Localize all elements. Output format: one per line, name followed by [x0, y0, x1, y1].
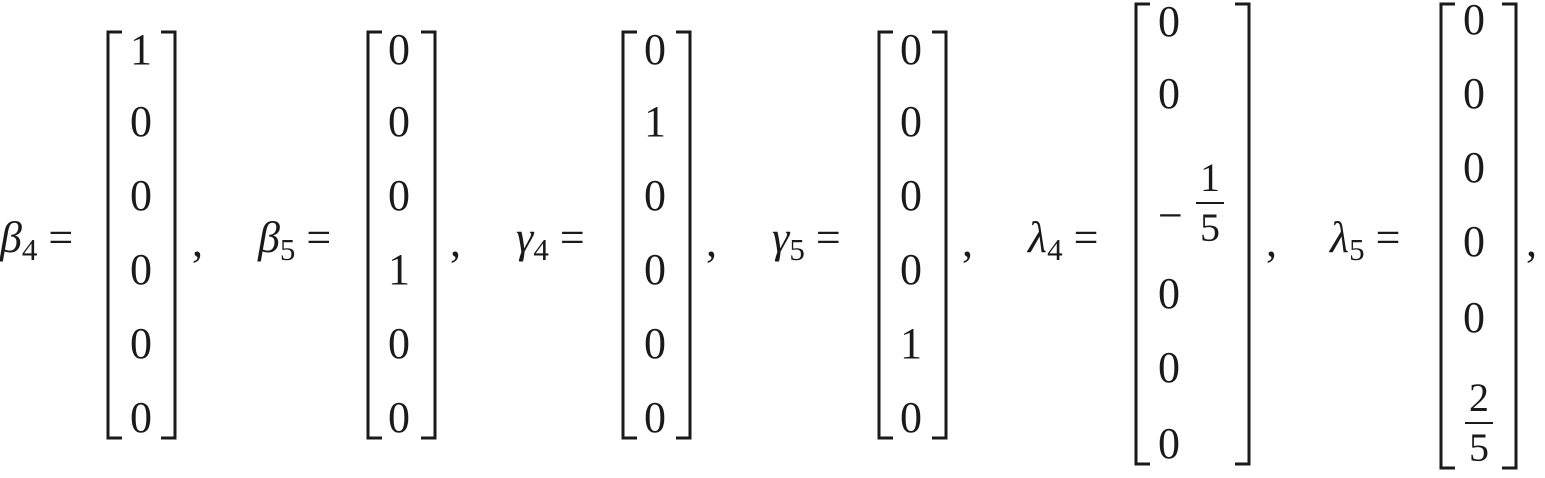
matrix-entry: 0: [1463, 293, 1485, 342]
matrix-entry: 0: [388, 97, 410, 146]
comma: ,: [450, 217, 461, 266]
matrix-bracket: [1134, 2, 1251, 466]
equals-sign: =: [559, 213, 585, 262]
matrix-entry: 0: [1158, 269, 1180, 318]
matrix-entry: 0: [644, 171, 666, 220]
comma: ,: [1526, 217, 1537, 266]
matrix-entry: 0: [1463, 69, 1485, 118]
matrix-entry: 0: [900, 245, 922, 294]
lhs-gamma4: γ4 =: [516, 213, 585, 268]
matrix-entry: 0: [1463, 217, 1485, 266]
comma: ,: [962, 217, 973, 266]
matrix-entry: 0: [130, 393, 152, 442]
matrix-entry: 0: [388, 171, 410, 220]
symbol: β: [0, 213, 22, 262]
matrix-bracket: [877, 30, 948, 440]
subscript: 5: [789, 232, 805, 267]
lhs-beta4: β4 =: [0, 213, 74, 268]
comma: ,: [706, 217, 717, 266]
subscript: 5: [1349, 232, 1365, 267]
denominator: 5: [1469, 425, 1489, 470]
subscript: 4: [21, 232, 38, 267]
subscript: 4: [533, 232, 549, 267]
matrix-entry: 0: [900, 171, 922, 220]
equals-sign: =: [1073, 213, 1099, 262]
matrix-entry: 0: [388, 319, 410, 368]
lhs-lambda4: λ4 =: [1028, 213, 1099, 268]
matrix-bracket: [106, 30, 177, 440]
symbol: γ: [516, 213, 534, 262]
lhs-beta5: β5 =: [258, 213, 332, 268]
numerator: 1: [1200, 155, 1220, 200]
lhs-gamma5: γ5 =: [772, 213, 841, 268]
matrix-entry: 0: [900, 25, 922, 74]
subscript: 5: [279, 232, 296, 267]
comma: ,: [192, 217, 203, 266]
matrix-entry: 0: [644, 25, 666, 74]
matrix-entry: 0: [388, 393, 410, 442]
matrix-entry: 1: [644, 97, 666, 146]
matrix-entry: 1: [130, 25, 152, 74]
comma: ,: [1266, 217, 1277, 266]
matrix-entry: 0: [644, 393, 666, 442]
matrix-entry: 0: [1158, 0, 1180, 46]
matrix-entry: 0: [130, 319, 152, 368]
matrix-entry: 0: [644, 319, 666, 368]
matrix-entry: 1: [388, 245, 410, 294]
matrix-entry: 0: [900, 393, 922, 442]
denominator: 5: [1200, 205, 1220, 250]
equals-sign: =: [815, 213, 841, 262]
equals-sign: =: [306, 213, 332, 262]
fraction-bar: [1196, 202, 1224, 204]
matrix-entry: 0: [900, 97, 922, 146]
matrix-entry: 0: [130, 245, 152, 294]
matrix-entry: 0: [1158, 419, 1180, 468]
matrix-entry: 0: [1463, 143, 1485, 192]
matrix-bracket: [366, 30, 437, 440]
symbol: λ: [1028, 213, 1048, 262]
matrix-entry: 0: [644, 245, 666, 294]
matrix-entry: 0: [1463, 0, 1485, 44]
matrix-entry: 0: [130, 97, 152, 146]
matrix-bracket: [1439, 2, 1518, 470]
matrix-bracket: [621, 30, 692, 440]
symbol: γ: [772, 213, 790, 262]
matrix-entry: 1: [900, 319, 922, 368]
fraction-two-fifths: 2 5: [1465, 378, 1493, 468]
fraction-neg-one-fifth: 1 5: [1196, 158, 1224, 248]
subscript: 4: [1047, 232, 1063, 267]
minus-sign: −: [1158, 191, 1183, 240]
matrix-entry: 0: [1158, 69, 1180, 118]
symbol: β: [258, 213, 280, 262]
lhs-lambda5: λ5 =: [1330, 213, 1401, 268]
fraction-bar: [1465, 422, 1493, 424]
matrix-entry: 0: [388, 25, 410, 74]
matrix-entry: 0: [1158, 343, 1180, 392]
equals-sign: =: [48, 213, 74, 262]
symbol: λ: [1330, 213, 1350, 262]
equals-sign: =: [1375, 213, 1401, 262]
numerator: 2: [1469, 375, 1489, 420]
matrix-entry: 0: [130, 171, 152, 220]
